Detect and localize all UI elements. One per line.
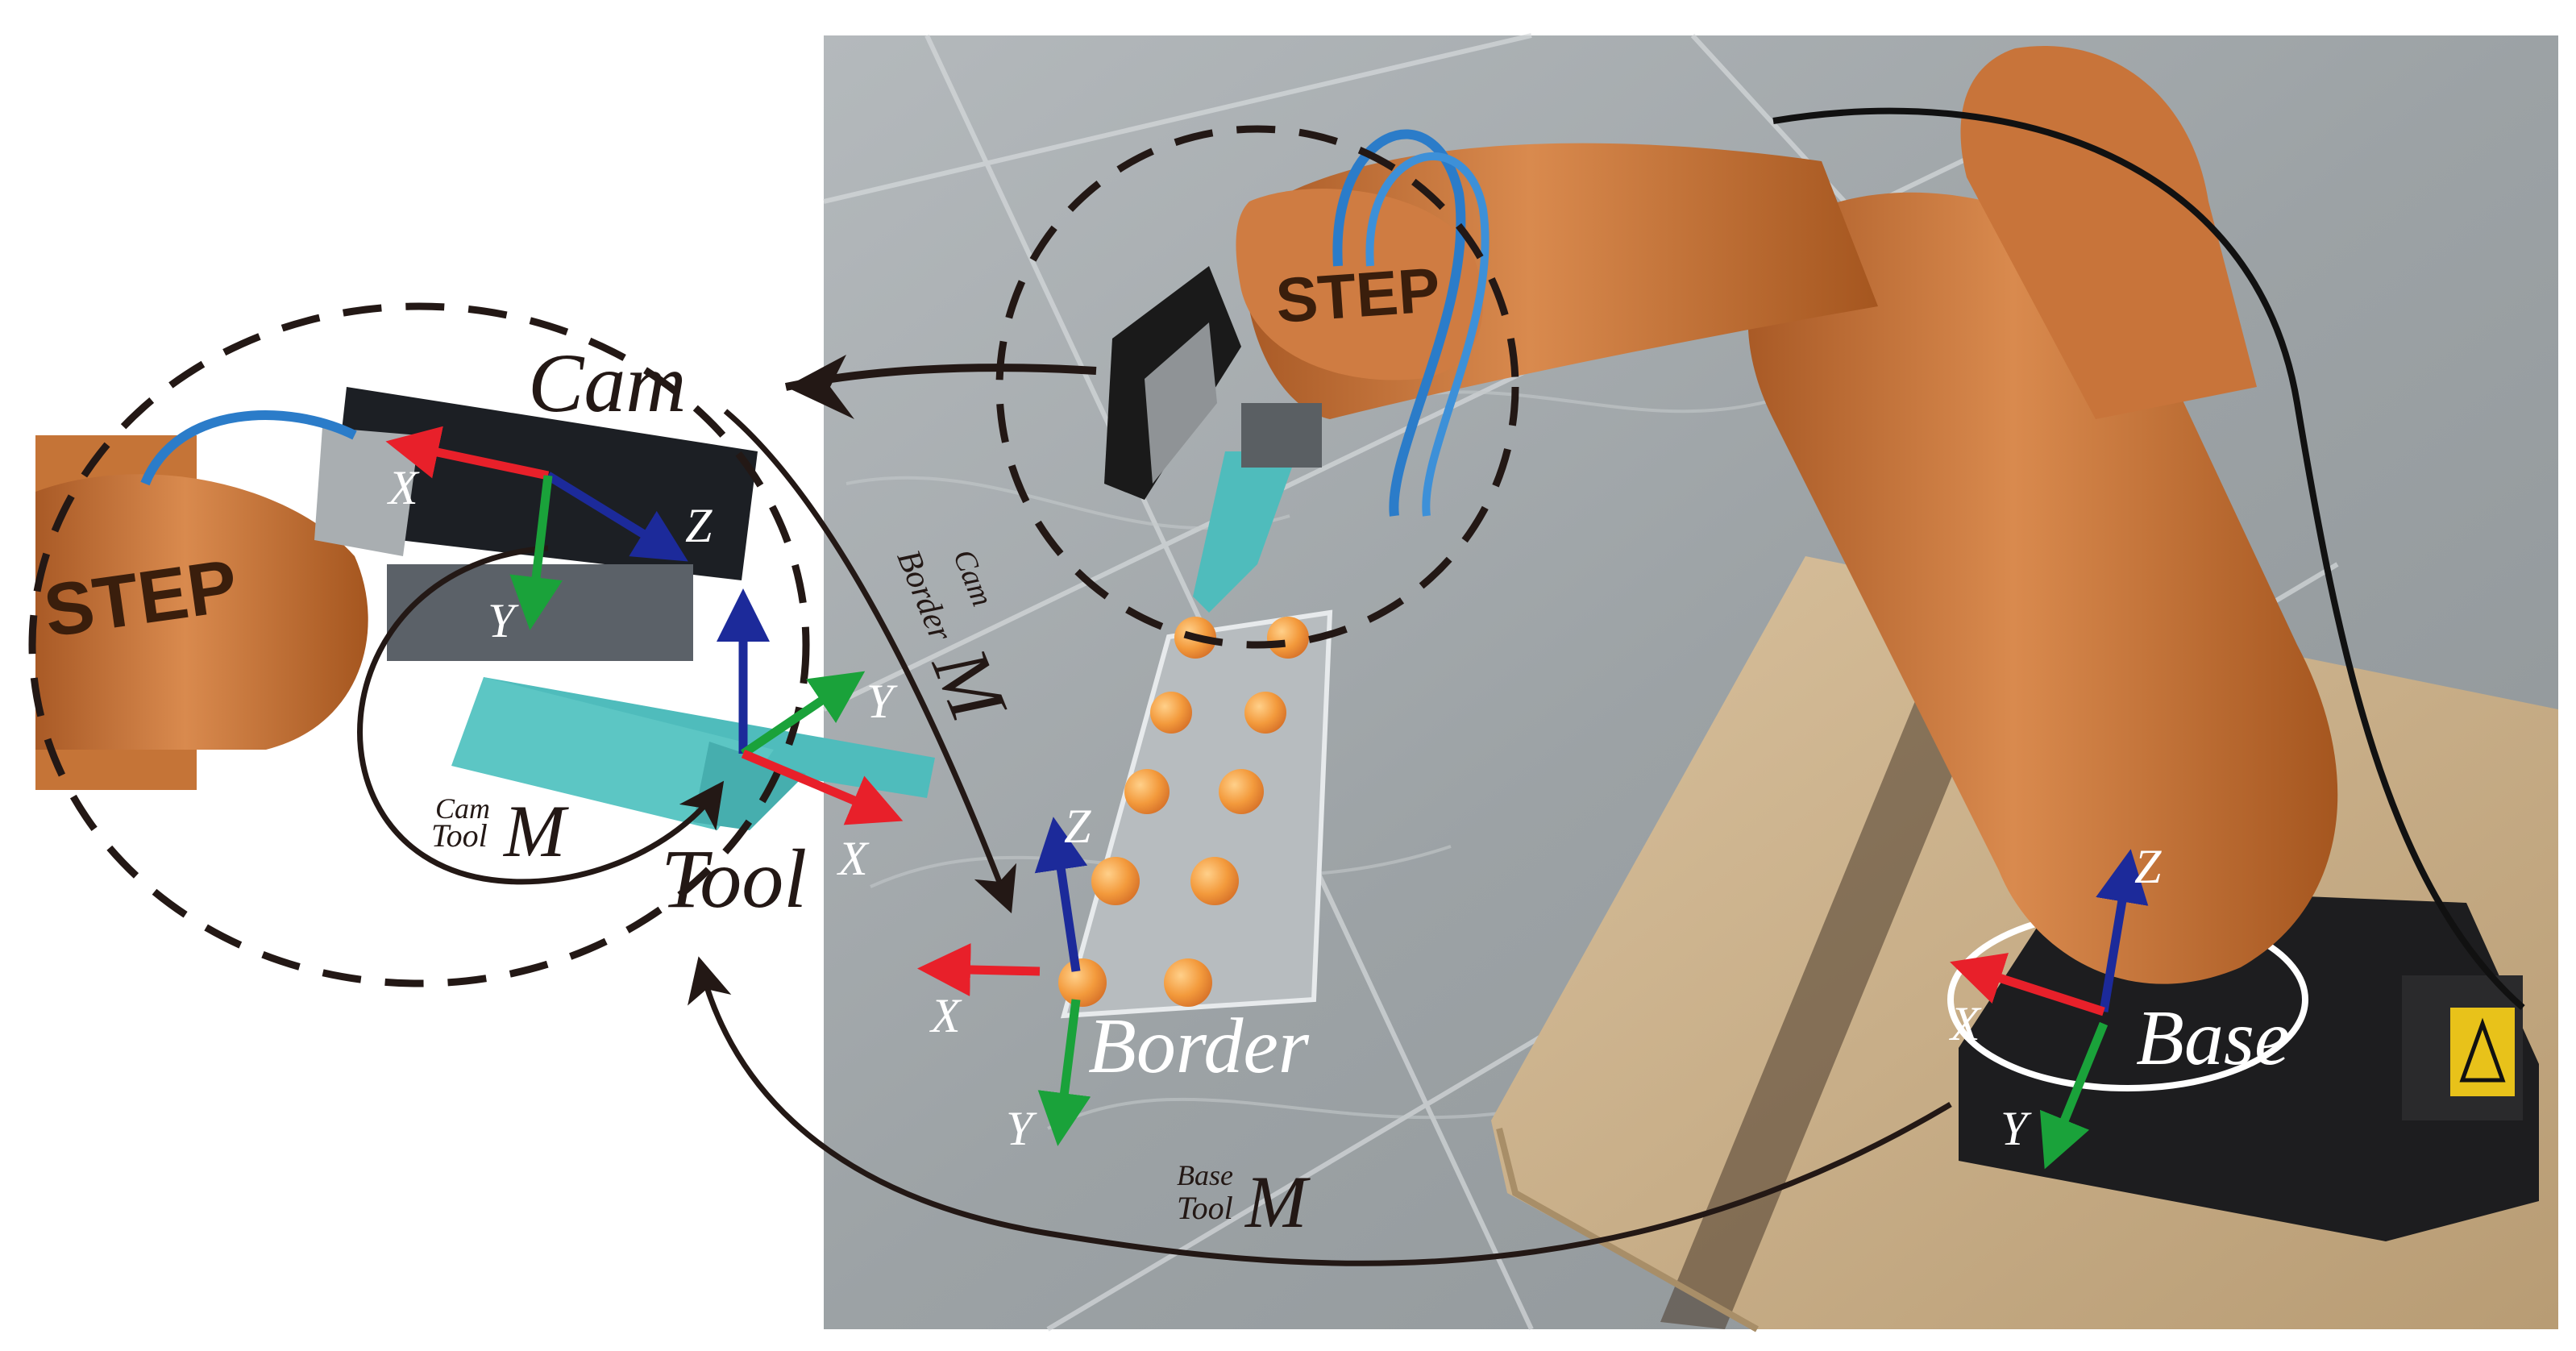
tool-y-axis xyxy=(740,671,866,758)
tool-frame: Z Y X xyxy=(717,588,904,885)
camera-highlight xyxy=(995,125,1519,649)
tray-ball xyxy=(1091,857,1140,905)
tray-ball xyxy=(1124,769,1170,814)
transform-cam-tool-sub: Tool xyxy=(431,817,488,854)
base-x-axis xyxy=(1950,953,2105,1016)
ball-tray xyxy=(1058,609,1333,1019)
arm-shoulder xyxy=(1960,45,2257,419)
arm-lower-link xyxy=(1747,192,2338,984)
border-y-axis xyxy=(1037,999,1091,1146)
border-label: Border xyxy=(1088,1003,1310,1090)
cam-x-axis xyxy=(385,426,550,480)
transform-base-tool: Base Tool M xyxy=(1177,1159,1311,1243)
main-gripper xyxy=(1193,451,1298,613)
transform-base-tool-sup: Base xyxy=(1177,1159,1233,1191)
arrow-cam-to-tool xyxy=(357,545,725,885)
tray-ball xyxy=(1190,857,1239,905)
tray-ball xyxy=(1219,769,1264,814)
transform-arrows xyxy=(357,355,1952,1266)
border-x-label: X xyxy=(929,989,962,1042)
tray-ball xyxy=(1267,617,1309,659)
inset-arm xyxy=(35,474,368,750)
base-x-label: X xyxy=(1949,997,1982,1050)
cam-y-axis xyxy=(509,475,563,630)
arm-wrist xyxy=(1236,189,1483,380)
base-z-label: Z xyxy=(2134,840,2162,893)
base-y-label: Y xyxy=(2001,1102,2032,1155)
tool-y-label: Y xyxy=(866,675,898,728)
cam-y-label: Y xyxy=(488,594,519,647)
tool-z-label: Z xyxy=(774,602,801,655)
cam-z-label: Z xyxy=(685,499,713,552)
base-y-axis xyxy=(2039,1021,2109,1170)
inset-photo: STEP xyxy=(35,387,935,830)
cam-frame: X Z Y xyxy=(385,426,713,647)
transform-cam-tool-main: M xyxy=(502,790,569,872)
box-tape xyxy=(1660,693,1983,1329)
arrow-cam-to-border xyxy=(723,409,1017,914)
tool-x-label: X xyxy=(837,832,870,885)
tool-label: Tool xyxy=(661,833,807,925)
robot-arm: STEP xyxy=(1104,45,2525,1010)
border-frame: Z X Y xyxy=(917,800,1091,1155)
robot-base xyxy=(1947,887,2539,1241)
tool-x-axis xyxy=(741,749,904,825)
arrow-base-to-tool xyxy=(688,956,1952,1266)
signal-cable xyxy=(1772,107,2525,1010)
main-photo: STEP xyxy=(822,33,2558,1332)
brand-logo: STEP xyxy=(1273,254,1442,336)
transform-cam-tool: Cam Tool M xyxy=(431,790,569,872)
cam-label: Cam xyxy=(528,337,686,430)
inset-cable xyxy=(140,410,357,486)
transform-cam-tool-sup: Cam xyxy=(435,792,490,825)
cam-x-label: X xyxy=(387,461,420,514)
tray-ball xyxy=(1164,958,1212,1007)
tray-ball xyxy=(1150,692,1192,734)
inset-highlight xyxy=(28,302,810,987)
transform-base-tool-sub: Tool xyxy=(1177,1190,1233,1226)
base-z-axis xyxy=(2096,849,2149,1012)
border-z-label: Z xyxy=(1064,800,1091,853)
base-frame: Z X Y xyxy=(1949,840,2162,1170)
base-label: Base xyxy=(2136,995,2290,1082)
tray-ball xyxy=(1244,692,1286,734)
border-z-axis xyxy=(1034,817,1088,972)
tray-ball xyxy=(1058,958,1107,1007)
transform-base-tool-main: M xyxy=(1244,1161,1311,1243)
cam-z-axis xyxy=(546,472,688,562)
border-y-label: Y xyxy=(1006,1102,1037,1155)
dashed-highlights xyxy=(28,125,1519,987)
pneumatic-cable xyxy=(1332,129,1466,517)
border-x-axis xyxy=(917,943,1041,997)
